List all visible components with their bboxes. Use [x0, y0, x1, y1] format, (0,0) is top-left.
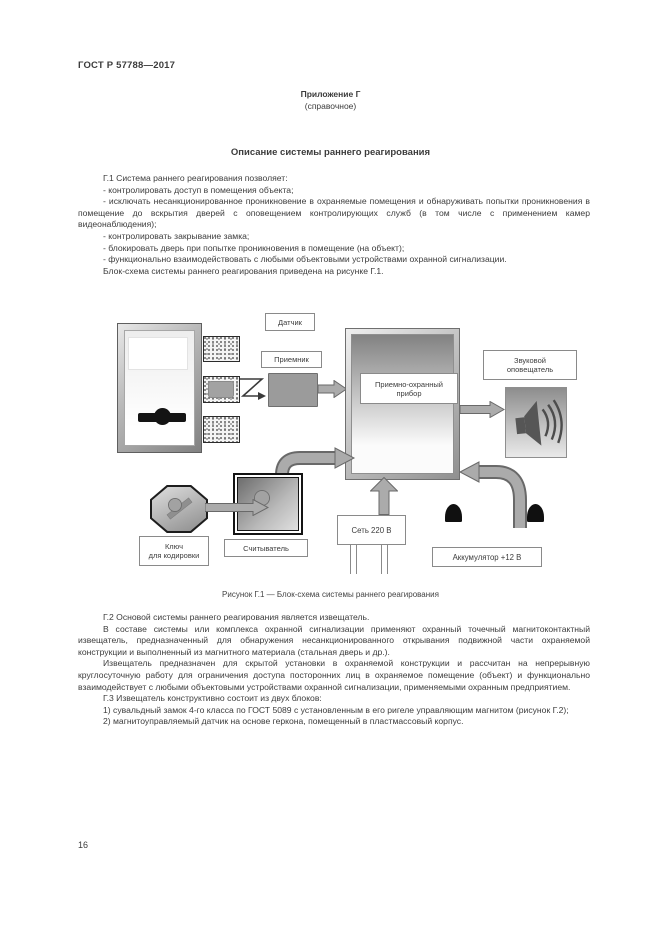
- reader-ring-icon: [255, 491, 269, 505]
- list-item: - исключать несанкционированное проникно…: [78, 196, 590, 230]
- sounder-label: Звуковой: [514, 356, 546, 365]
- receiver-box: [268, 373, 318, 407]
- sensor-label: Датчик: [278, 317, 302, 327]
- mains-plug-prong: [350, 545, 357, 574]
- paragraph-g3-intro: Г.3 Извещатель конструктивно состоит из …: [103, 693, 322, 704]
- arrow-mains-to-panel: [370, 477, 398, 515]
- battery-label: Аккумулятор +12 В: [452, 552, 522, 562]
- wall-block-top: [203, 336, 240, 362]
- battery-terminal-right: [527, 504, 544, 522]
- sensor-label-box: Датчик: [265, 313, 315, 331]
- sounder-label: оповещатель: [506, 365, 554, 374]
- control-panel-face: Приемно-охранный прибор: [351, 334, 458, 474]
- wireless-signal-icon: [240, 378, 266, 400]
- reader-label-box: Считыватель: [224, 539, 308, 557]
- list-item: 1) сувальдный замок 4-го класса по ГОСТ …: [103, 704, 569, 715]
- battery-label-box: Аккумулятор +12 В: [432, 547, 542, 567]
- control-panel-box: Приемно-охранный прибор: [345, 328, 460, 480]
- list-item: 2) магнитоуправляемый датчик на основе г…: [103, 716, 464, 727]
- paragraph-g2-p2: В составе системы или комплекса охранной…: [78, 623, 590, 657]
- door-window: [128, 337, 188, 370]
- battery-terminal-left: [445, 504, 462, 522]
- paragraph-g2-p1: Г.2 Основой системы раннего реагирования…: [103, 612, 370, 622]
- coding-key-face: [152, 487, 206, 531]
- magnet-insert: [208, 381, 234, 398]
- receiver-label: Приемник: [274, 355, 309, 364]
- arrow-panel-to-sounder: [460, 401, 505, 418]
- section-g1-text: Г.1 Система раннего реагирования позволя…: [78, 173, 590, 277]
- speaker-icon: [515, 399, 563, 446]
- key-label: для кодировки: [148, 551, 200, 560]
- appendix-heading: Приложение Г (справочное): [0, 88, 661, 112]
- list-item: - контролировать доступ в помещения объе…: [103, 184, 294, 195]
- reader-box: [233, 473, 303, 535]
- figure-caption: Рисунок Г.1 — Блок-схема системы раннего…: [222, 590, 439, 599]
- receiver-label-box: Приемник: [261, 351, 322, 368]
- list-item: - блокировать дверь при попытке проникно…: [103, 242, 405, 253]
- list-item: - функционально взаимодействовать с любы…: [103, 254, 507, 265]
- wall-block-bottom: [203, 416, 240, 443]
- door-panel: [124, 330, 195, 446]
- door-shape: [117, 323, 202, 453]
- key-label: Ключ: [164, 542, 184, 551]
- reader-label: Считыватель: [243, 543, 289, 553]
- sounder-label-box: Звуковой оповещатель: [483, 350, 577, 380]
- control-panel-label: Приемно-охранный: [375, 379, 443, 389]
- sounder-box: [505, 387, 567, 458]
- page-number: 16: [78, 840, 89, 850]
- control-panel-label-box: Приемно-охранный прибор: [360, 373, 458, 404]
- list-item: - контролировать закрывание замка;: [103, 230, 250, 241]
- mains-label: Сеть 220 В: [351, 525, 392, 535]
- arrow-key-to-reader: [205, 499, 269, 516]
- mains-plug-prong: [381, 545, 388, 574]
- paragraph-g1-intro: Г.1 Система раннего реагирования позволя…: [103, 173, 288, 183]
- magnet-wall-block: [203, 376, 240, 403]
- key-ring-icon: [169, 499, 181, 511]
- arrow-receiver-to-panel: [318, 380, 347, 398]
- paragraph-g1-outro: Блок-схема системы раннего реагирования …: [103, 265, 384, 276]
- appendix-type: (справочное): [304, 101, 357, 111]
- coding-key-shape: [150, 485, 208, 533]
- section-title: Описание системы раннего реагирования: [230, 147, 431, 158]
- door-handle-knob: [154, 408, 171, 425]
- appendix-title: Приложение Г: [300, 89, 361, 99]
- reader-face: [237, 477, 299, 531]
- key-label-box: Ключ для кодировки: [139, 536, 209, 566]
- mains-box: Сеть 220 В: [337, 515, 406, 545]
- section-g2-g3-text: Г.2 Основой системы раннего реагирования…: [78, 612, 590, 728]
- curved-arrow-battery-to-panel: [458, 461, 527, 528]
- paragraph-g2-p3: Извещатель предназначен для скрытой уста…: [78, 658, 590, 692]
- control-panel-label: прибор: [396, 388, 422, 398]
- standard-reference: ГОСТ Р 57788—2017: [78, 60, 176, 71]
- figure-g1-diagram: Датчик Приемник Приемно-охранный прибор …: [108, 308, 598, 586]
